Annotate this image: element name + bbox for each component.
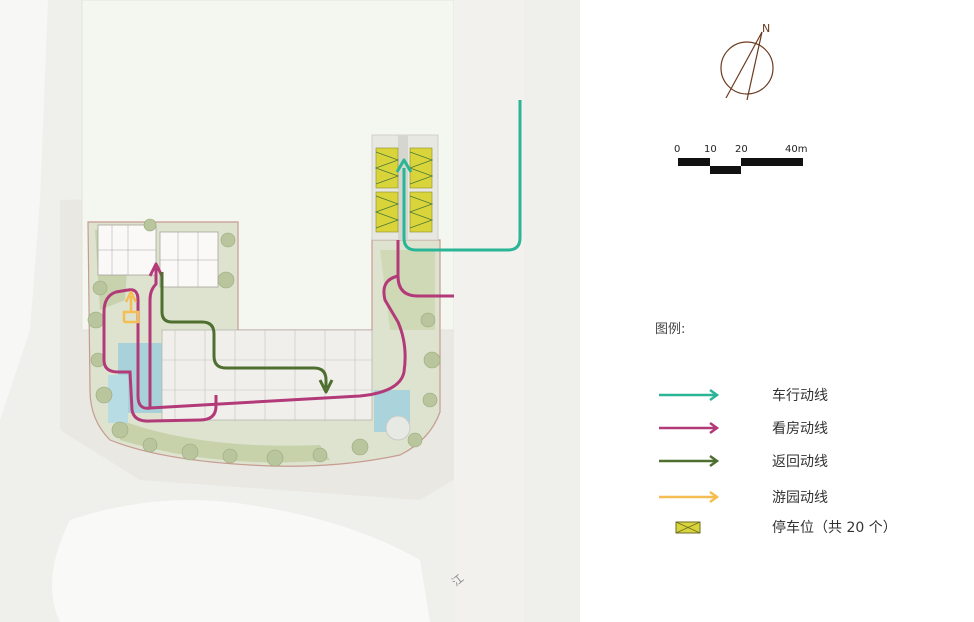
river [52, 500, 430, 622]
left-road [0, 0, 48, 420]
parking-stall-icon [675, 521, 701, 534]
legend-label: 车行动线 [772, 388, 828, 404]
legend-item-return: 返回动线 [658, 450, 958, 472]
show-unit [159, 231, 219, 288]
pavilion-grid [162, 330, 372, 420]
magenta-arrow-icon [659, 421, 720, 435]
teal-arrow-icon [659, 388, 720, 402]
garden-route [122, 296, 140, 324]
legend-label: 返回动线 [772, 454, 828, 470]
scale-tick-label: 0 [674, 144, 681, 155]
legend-label: 游园动线 [772, 490, 828, 506]
scale-tick-label: 10 [704, 144, 717, 155]
round-terrace [385, 415, 411, 441]
scale-tick-label: 40m [785, 144, 808, 155]
right-road [454, 0, 524, 622]
north-compass: N [720, 22, 774, 101]
legend-label: 看房动线 [772, 421, 828, 437]
legend-item-garden: 游园动线 [658, 486, 958, 508]
return-route-arrowhead [318, 379, 334, 394]
north-label: N [762, 22, 770, 35]
return-route [160, 272, 328, 388]
scale-bar: 0 10 20 40m [672, 142, 812, 182]
legend-label: 停车位（共 20 个） [772, 520, 897, 536]
parking-stall-block [374, 147, 434, 233]
vehicle-route-arrowhead [395, 158, 413, 173]
pool [108, 375, 128, 423]
legend-item-vehicle: 车行动线 [658, 384, 958, 406]
legend-item-parking: 停车位（共 20 个） [658, 516, 958, 538]
unit-partitions [98, 225, 218, 287]
site-plan [0, 0, 580, 622]
vehicle-route [402, 100, 522, 252]
legend-item-viewing: 看房动线 [658, 417, 958, 439]
compass-ring [720, 41, 774, 95]
scale-tick-label: 20 [735, 144, 748, 155]
viewing-route-arrowhead [148, 262, 164, 277]
compass-needle [746, 31, 763, 101]
garden-route-arrowhead [124, 290, 138, 303]
viewing-route-branch [148, 268, 158, 408]
green-arrow-icon [659, 454, 720, 468]
legend-title: 图例: [655, 322, 686, 337]
compass-needle [725, 31, 763, 99]
scale-bar-blocks [678, 158, 803, 174]
yellow-arrow-icon [659, 490, 720, 504]
viewing-route [102, 240, 454, 423]
trees [87, 218, 441, 467]
lawn-patch [380, 250, 435, 330]
